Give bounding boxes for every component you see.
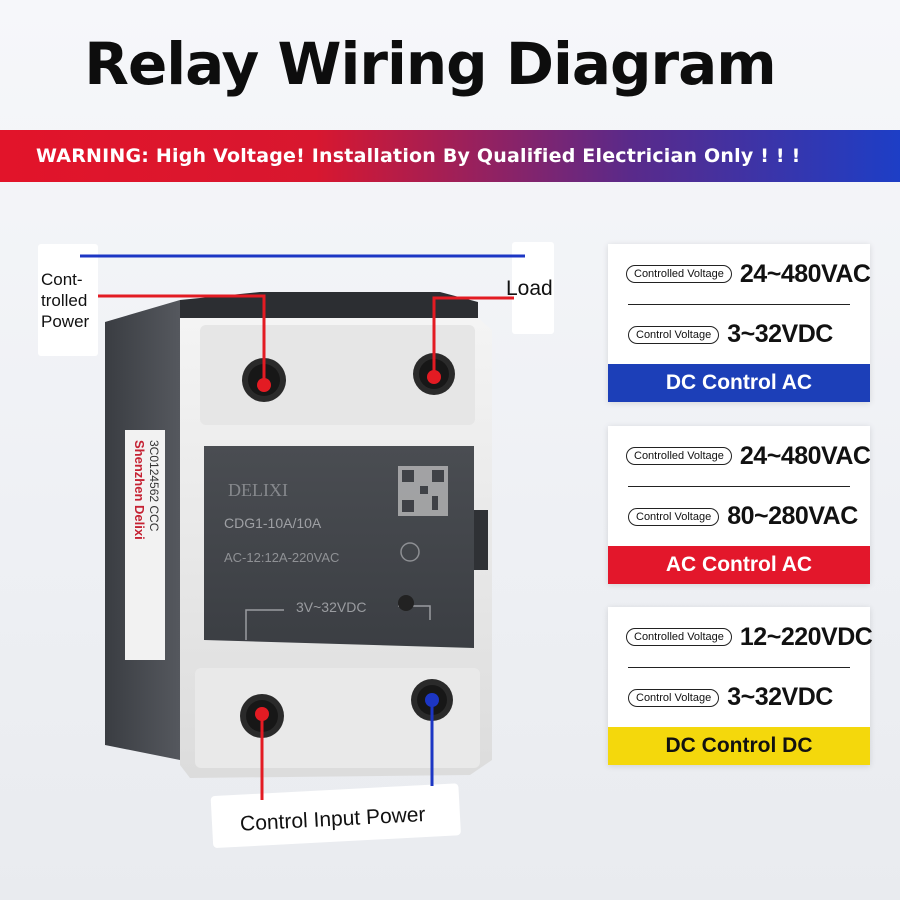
controlled-voltage-pill: Controlled Voltage: [626, 265, 732, 283]
status-led-icon: [398, 595, 414, 611]
ccc-mark-icon: [400, 542, 420, 562]
controlled-power-card: [38, 244, 98, 356]
spec-panel-dc-dc: Controlled Voltage 12~220VDC Control Vol…: [608, 607, 873, 765]
side-label-text-1: Shenzhen Delixi: [132, 440, 147, 540]
controlled-voltage-pill: Controlled Voltage: [626, 447, 732, 465]
load-card: [512, 242, 554, 334]
control-voltage-value: 3~32VDC: [727, 320, 833, 348]
spec-panel-ac-ac: Controlled Voltage 24~480VAC Control Vol…: [608, 426, 871, 584]
bottom-terminal-block: [195, 668, 480, 768]
page-title: Relay Wiring Diagram: [84, 30, 776, 98]
controlled-voltage-value: 24~480VAC: [739, 441, 871, 470]
face-input: 3V~32VDC: [296, 599, 366, 615]
control-input-card: [210, 783, 461, 848]
face-model: CDG1-10A/10A: [224, 515, 322, 531]
control-voltage-pill: Control Voltage: [628, 507, 720, 526]
warning-banner: WARNING: High Voltage! Installation By Q…: [0, 130, 900, 182]
spec-row-control: Control Voltage 3~32VDC: [628, 304, 850, 364]
face-rating: AC-12:12A-220VAC: [224, 550, 339, 565]
control-voltage-pill: Control Voltage: [628, 688, 720, 707]
face-brand: DELIXI: [228, 480, 288, 500]
spec-row-control: Control Voltage 80~280VAC: [628, 486, 858, 546]
mount-clip: [474, 510, 488, 570]
controlled-power-label-3: Power: [41, 312, 90, 331]
controlled-voltage-pill: Controlled Voltage: [626, 628, 732, 646]
controlled-power-label-2: trolled: [41, 291, 87, 310]
mode-badge: AC Control AC: [608, 546, 870, 584]
controlled-voltage-value: 24~480VAC: [739, 259, 871, 288]
side-label-text-2: 3C0124562 CCC: [147, 440, 161, 532]
spec-row-controlled: Controlled Voltage 24~480VAC: [608, 426, 871, 486]
qr-code-icon: [398, 466, 448, 516]
control-voltage-value: 80~280VAC: [727, 502, 858, 530]
spec-row-controlled: Controlled Voltage 12~220VDC: [608, 607, 873, 667]
wire-red-controlled: [98, 294, 266, 385]
controlled-voltage-value: 12~220VDC: [739, 622, 873, 651]
control-voltage-value: 3~32VDC: [727, 683, 833, 711]
controlled-power-label-1: Cont-: [41, 270, 83, 289]
mode-badge: DC Control AC: [608, 364, 870, 402]
mode-badge: DC Control DC: [608, 727, 870, 765]
relay-top-edge: [180, 292, 478, 320]
load-label: Load: [506, 277, 553, 300]
control-voltage-pill: Control Voltage: [628, 325, 720, 344]
side-label: [125, 430, 165, 660]
spec-row-control: Control Voltage 3~32VDC: [628, 667, 850, 727]
spec-row-controlled: Controlled Voltage 24~480VAC: [608, 244, 871, 304]
wire-red-load: [432, 296, 514, 377]
spec-panel-dc-ac: Controlled Voltage 24~480VAC Control Vol…: [608, 244, 871, 402]
